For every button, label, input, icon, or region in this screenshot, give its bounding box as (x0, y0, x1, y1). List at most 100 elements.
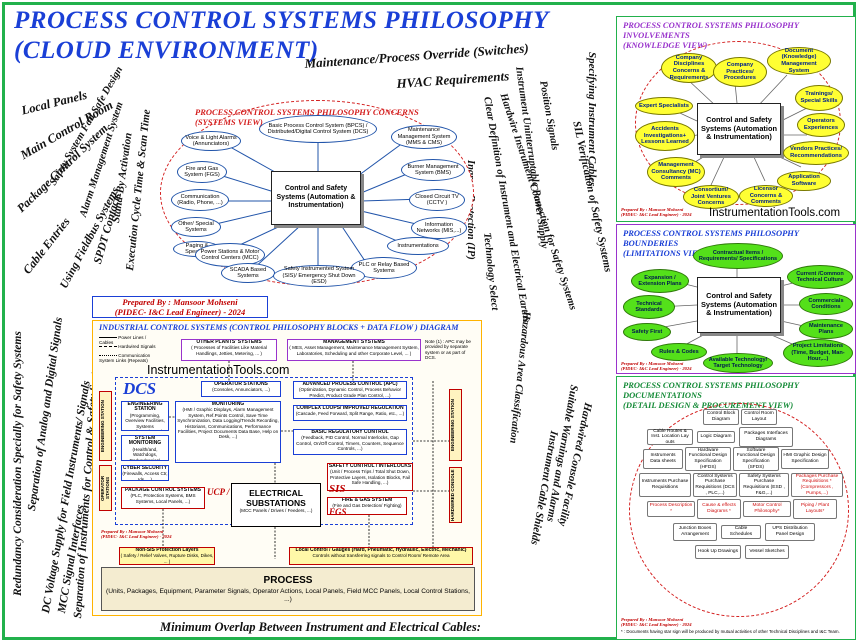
limitations-center: Control and Safety Systems (Automation &… (697, 277, 781, 333)
package-control-box: PACKAGE CONTROL SYSTEMS(PLC, Protection … (121, 487, 205, 509)
basic-regulatory-box: BASIC REGULATORY CONTROL(Feedback, PID C… (293, 429, 407, 455)
concerns-node-bpcs: Basic Process Control System (BPCS) / Di… (259, 115, 377, 143)
concerns-node-sis: Safety Instrumented System (SIS)/ Emerge… (273, 265, 365, 287)
fire-gas-box: FIRE & GAS SYSTEM(Fire and Gas Detection… (327, 497, 407, 515)
inv-node-trainings: Trainings/ Special Skills (795, 85, 843, 111)
lim-prepared: Prepared By : Mansoor Mohseni(PIDEC- I&C… (621, 361, 692, 372)
document-box: Safety Systems Purchase Requisitions (ES… (739, 473, 789, 497)
lim-node-safety-first: Safety First (623, 323, 671, 341)
main-title-line1: PROCESS CONTROL SYSTEMS PHILOSOPHY (14, 7, 549, 34)
concerns-panel: PROCESS CONTROL SYSTEMS PHILOSOPHY CONCE… (160, 100, 474, 287)
legend-power: Power Lines / Cables (99, 335, 147, 346)
system-monitoring-box: SYSTEM MONITORING(Health/and, Watchdogs,… (121, 435, 169, 461)
document-box: Process Description * (647, 501, 695, 517)
lim-node-expansion: Expansion / Extension Plans (631, 269, 689, 293)
dcs-label: DCS (123, 379, 157, 398)
document-box: Hook Up Drawings (695, 545, 741, 559)
safety-interlocks-box: SAFETY CONTROL / INTERLOCKS(Unit / Proce… (327, 463, 413, 491)
ics-watermark: InstrumentationTools.com (147, 363, 290, 377)
complex-loops-box: COMPLEX LOOPS/ IMPROVED REGULATION(Casca… (293, 405, 407, 421)
lim-node-culture: Current /Common Technical Culture (787, 265, 853, 289)
electrical-substations-box: ELECTRICAL SUBSTATIONS(MCC Panels / Driv… (231, 483, 321, 527)
document-box: Junction Boxes Arrangement (673, 523, 717, 541)
document-box: Cable Routes & Inst. Location Lay outs (647, 429, 693, 445)
lim-node-standards: Technical Standards (623, 295, 675, 319)
involvements-title: PROCESS CONTROL SYSTEMS PHILOSOPHY INVOL… (623, 20, 799, 50)
lim-node-project-limits: Project Limitations (Time, Budget, Man-H… (783, 339, 853, 367)
concerns-node-mms: Maintenance Management System (MMS & CMS… (391, 125, 457, 149)
inv-node-document-mgmt: Document (Knowledge) Management System (767, 47, 831, 75)
inv-node-licensor: Licensor Concerns & Comments (739, 185, 793, 207)
concerns-center: Control and Safety Systems (Automation &… (271, 171, 361, 225)
lim-node-maintenance: Maintenance Plans (799, 319, 853, 339)
concerns-node-scada: SCADA Based Systems (221, 263, 275, 283)
documentations-panel: PROCESS CONTROL SYSTEMS PHILOSOPHY DOCUM… (616, 376, 856, 640)
lim-node-technology: Available Technology/ Target Technology (703, 353, 773, 373)
inv-node-company-concerns: Company Disciplines Concerns & Requireme… (661, 53, 717, 83)
phrase-redundancy: Redundancy Consideration Specially for S… (12, 331, 24, 596)
monitoring-box: MONITORING(HMI / Graphic Displays, Alarm… (175, 401, 281, 463)
ucp-plc-label: UCP / PLC (207, 487, 249, 497)
document-box: Cause & effects Diagrams * (697, 499, 741, 519)
document-box: Instruments Data sheets (643, 449, 683, 469)
document-box: Vessel Sketches (745, 545, 789, 559)
document-box: Logic Diagram (697, 431, 735, 443)
concerns-node-fgs: Fire and Gas System (FGS) (177, 161, 227, 183)
ics-legend: Power Lines / Cables Hardwired Signals C… (99, 335, 159, 369)
apc-box: ADVANCED PROCESS CONTROL (APC)(Optimizat… (293, 381, 407, 399)
inv-node-practices: Company Practices/ Procedures (713, 57, 767, 87)
concerns-node-annunciators: Voice & Light Alarms (Annunciators) (181, 131, 241, 151)
document-box: Software Functional Design Specification… (733, 447, 779, 471)
document-box: Control Systems Purchase Requisitions (D… (693, 473, 737, 497)
limitations-panel: PROCESS CONTROL SYSTEMS PHILOSOPHY BOUND… (616, 224, 856, 374)
cyber-security-box: CYBER SECURITY(Firewalls, Access Ctr, Id… (121, 465, 169, 481)
ics-title: INDUSTRIAL CONTROL SYSTEMS (CONTROL PHIL… (99, 323, 459, 332)
inv-node-accidents: Accidents Investigations+ Lessons Learne… (635, 121, 695, 151)
lim-node-contractual: Contractual Items / Requirements/ Specif… (693, 243, 783, 269)
ics-connectors (162, 361, 449, 559)
lim-node-commercials: Commercials Conditions (799, 293, 853, 315)
involvements-panel: PROCESS CONTROL SYSTEMS PHILOSOPHY INVOL… (616, 16, 856, 222)
inv-node-experts: Expert Specialists (635, 97, 693, 115)
management-box: MANAGEMENT SYSTEMS( MES, Asset Managemen… (287, 339, 421, 361)
concerns-node-cctv: Closed Circuit TV (CCTV ) (409, 189, 465, 211)
fgs-label: FGS (329, 507, 347, 517)
operator-stations-box: OPERATOR STATIONS(Consoles, Annunciators… (201, 381, 281, 397)
ics-panel: INDUSTRIAL CONTROL SYSTEMS (CONTROL PHIL… (92, 320, 482, 616)
inv-watermark: InstrumentationTools.com (709, 207, 841, 219)
document-box: Cable Schedules (721, 525, 761, 539)
inv-node-software: Application Software (777, 171, 831, 191)
inv-node-operators: Operators Experiences (797, 113, 845, 137)
legend-hardwired: Hardwired Signals (99, 344, 159, 353)
document-box: Motor Control Philosophy* (743, 501, 791, 517)
legend-comm: Communication System Links (Repeats) (99, 353, 151, 364)
concerns-node-other: Other/ Special Systems (171, 217, 221, 237)
concerns-node-networks: Information Networks (MIS,...) (411, 217, 467, 239)
concerns-node-mcc: Power Stations & Motor Control Centers (… (195, 243, 265, 267)
phrase-minimum-overlap: Minimum Overlap Between Instrument and E… (160, 620, 481, 634)
document-box: Control Room Layout (741, 409, 777, 425)
document-box: Packages Interfaces Diagrams (739, 427, 793, 447)
concerns-node-plc: PLC or Relay Based Systems (351, 257, 417, 279)
document-box: Packages Purchase Requisitions * (Compre… (791, 473, 843, 497)
prepared-line1: Prepared By : Mansoor Mohseni (122, 297, 238, 307)
limitations-title: PROCESS CONTROL SYSTEMS PHILOSOPHY BOUND… (623, 228, 799, 258)
local-control-box: Local Control / Gauges (Hard, Pneumatic,… (289, 547, 473, 565)
lim-node-rules: Rules & Codes (651, 343, 707, 361)
document-box: UPS Distribution Panel Design (765, 523, 815, 541)
documentations-title: PROCESS CONTROL SYSTEMS PHILOSOPHY DOCUM… (623, 380, 799, 410)
engineering-station-box: ENGINEERING STATION(Programming, Overvie… (121, 401, 169, 431)
inv-node-consortium: Consortium/ Joint Ventures Concerns (683, 185, 739, 209)
non-sis-box: Non-SIS Protection Layers( Safety / Reli… (119, 547, 215, 565)
sis-label: SIS (329, 483, 346, 495)
concerns-node-instrumentations: Instrumentations (387, 237, 449, 255)
document-box: Piping / Plant Layouts* (793, 499, 837, 519)
prepared-line2: (PIDEC- I&C Lead Engineer) - 2024 (114, 306, 246, 317)
main-title-line2: (CLOUD ENVIRONMENT) (14, 37, 319, 64)
other-plants-box: OTHER PLANTS' SYSTEMS( Processes of Faci… (181, 339, 277, 361)
doc-note: * : Documents having star sign will be p… (621, 629, 840, 634)
inv-prepared: Prepared By : Mansoor Mohseni(PIDEC- I&C… (621, 207, 692, 218)
concerns-title: PROCESS CONTROL SYSTEMS PHILOSOPHY CONCE… (195, 107, 419, 127)
concerns-node-bms: Burner Management System (BMS) (401, 159, 465, 181)
process-box: PROCESS (Units, Packages, Equipment, Par… (101, 567, 475, 611)
